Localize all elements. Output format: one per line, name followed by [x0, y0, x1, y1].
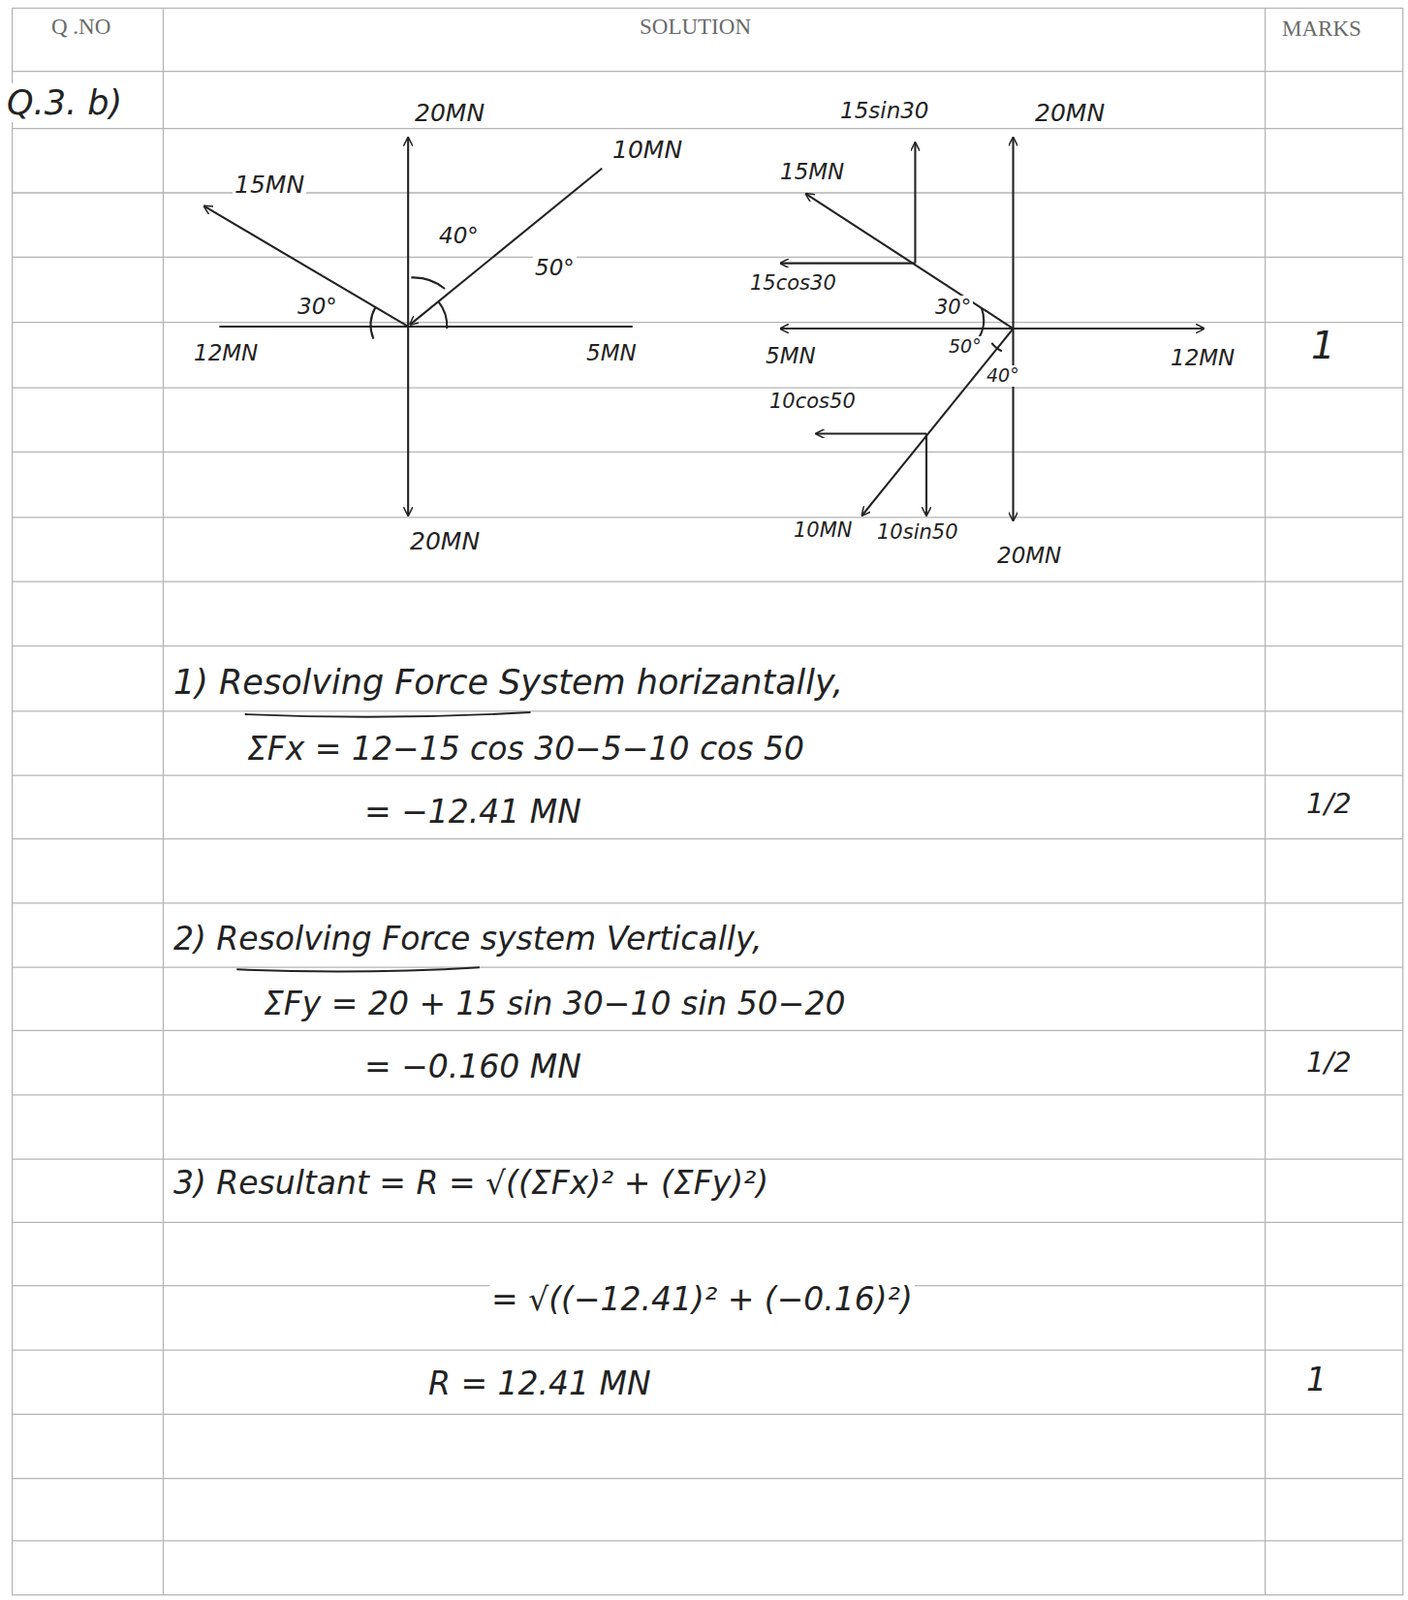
- step-heading: 3) Resultant = R = √((ΣFx)² + (ΣFy)²): [171, 1164, 771, 1202]
- step-heading: 1) Resolving Force System horizantally,: [171, 662, 845, 702]
- force-label: 12MN: [191, 340, 260, 366]
- force-label: 20MN: [1032, 99, 1107, 128]
- column-header: Q .NO: [49, 14, 113, 40]
- force-label: 5MN: [584, 340, 639, 366]
- mark-value: 1/2: [1304, 787, 1354, 820]
- mark-value: 1: [1309, 324, 1338, 369]
- force-label: 20MN: [412, 99, 487, 128]
- angle-label: 40°: [984, 365, 1022, 387]
- force-label: 15MN: [232, 171, 307, 200]
- angle-label: 40°: [437, 222, 481, 249]
- angle-label: 50°: [532, 254, 577, 281]
- force-label: 20MN: [995, 542, 1064, 568]
- component-label: 15cos30: [748, 271, 839, 295]
- column-header: SOLUTION: [637, 14, 753, 40]
- mark-value: 1/2: [1304, 1046, 1354, 1079]
- force-label: 20MN: [407, 528, 482, 557]
- angle-label: 30°: [295, 293, 340, 319]
- force-label: 15MN: [778, 158, 846, 185]
- ruling: [12, 7, 1404, 1595]
- force-diagram-left: [204, 137, 633, 516]
- force-label: 10MN: [610, 136, 685, 165]
- equation-result: = −0.160 MN: [362, 1048, 584, 1086]
- force-label: 5MN: [763, 343, 818, 369]
- mark-value: 1: [1304, 1361, 1329, 1399]
- question-number: Q.3. b): [4, 83, 125, 123]
- angle-label: 30°: [933, 295, 973, 319]
- equation: ΣFy = 20 + 15 sin 30−10 sin 50−20: [261, 985, 847, 1023]
- component-label: 10cos50: [767, 389, 858, 413]
- component-label: 15sin30: [838, 97, 931, 124]
- column-header: MARKS: [1280, 16, 1364, 42]
- equation-result: R = 12.41 MN: [426, 1365, 654, 1403]
- force-label: 12MN: [1168, 344, 1237, 371]
- equation-result: = −12.41 MN: [362, 793, 584, 831]
- component-label: 10sin50: [875, 520, 961, 544]
- force-diagram-right: [780, 137, 1204, 521]
- angle-label: 50°: [946, 336, 984, 358]
- equation: ΣFx = 12−15 cos 30−5−10 cos 50: [245, 730, 807, 768]
- step-heading: 2) Resolving Force system Vertically,: [171, 920, 764, 958]
- equation: = √((−12.41)² + (−0.16)²): [489, 1281, 915, 1318]
- force-label: 10MN: [791, 518, 855, 542]
